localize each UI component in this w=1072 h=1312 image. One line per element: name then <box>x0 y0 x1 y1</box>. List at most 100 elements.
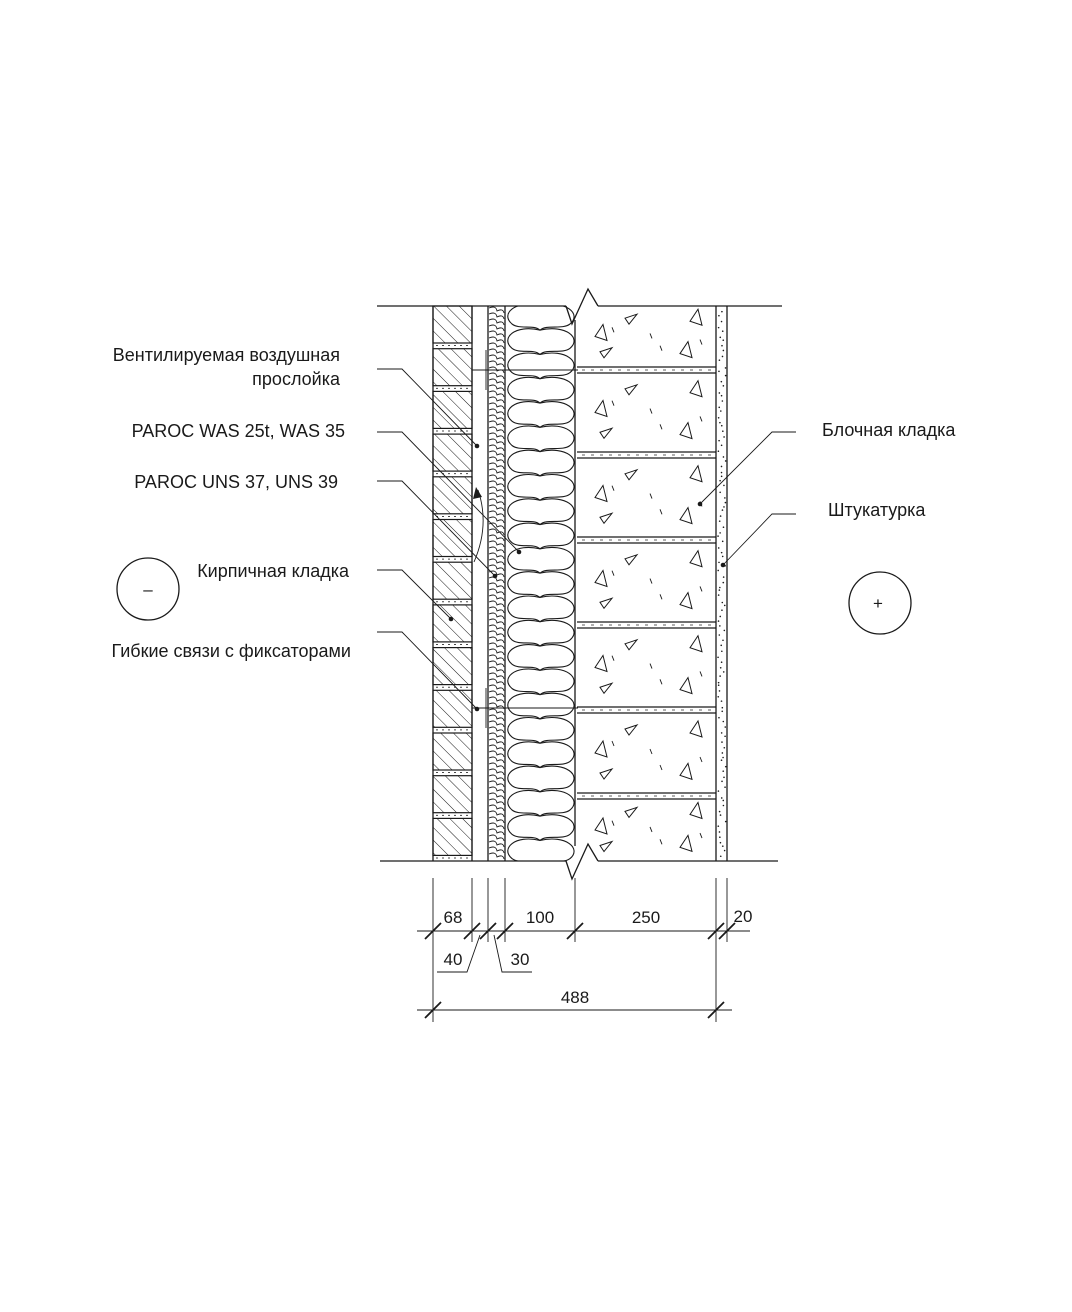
plaster-dot <box>717 825 720 827</box>
plaster-dot <box>722 576 725 578</box>
plaster-dot <box>720 465 723 468</box>
aggregate-mark <box>689 308 703 327</box>
plaster-dot <box>720 759 723 762</box>
label-was: PAROC WAS 25t, WAS 35 <box>132 421 345 441</box>
plaster-dot <box>724 501 727 504</box>
plaster-dot <box>721 355 724 358</box>
aggregate-mark <box>689 801 703 820</box>
brick <box>432 561 473 600</box>
brick <box>432 732 473 771</box>
brick <box>432 348 473 387</box>
plaster-dot <box>721 706 724 709</box>
dim-total: 488 <box>561 988 589 1007</box>
plaster-dot <box>720 410 722 412</box>
plaster-dot <box>718 520 721 522</box>
plaster-dot <box>721 752 724 754</box>
plaster-dot <box>722 770 725 772</box>
plaster-dot <box>717 416 720 419</box>
plaster-dot <box>719 615 722 618</box>
plaster-dot <box>723 484 725 487</box>
leader-uns <box>377 480 496 577</box>
plaster-dot <box>721 650 723 653</box>
dim-block: 250 <box>632 908 660 927</box>
plaster-dot <box>719 814 722 816</box>
plaster-dot <box>720 644 723 647</box>
plaster-dot <box>721 330 724 333</box>
brick <box>432 817 473 857</box>
plaster-dot <box>722 799 725 802</box>
leader-was <box>377 431 520 553</box>
plaster-dot <box>719 479 721 482</box>
aggregate-mark <box>624 383 639 396</box>
plaster-dot <box>723 506 725 508</box>
plaster-dot <box>722 581 725 584</box>
insulation-lobe <box>507 306 575 331</box>
dim-air-gap: 40 <box>444 950 463 969</box>
aggregate-mark <box>624 806 639 819</box>
insulation-lobe <box>507 838 575 861</box>
aggregate-mark <box>679 340 693 359</box>
insulation-lobe <box>507 425 575 453</box>
insulation-lobe <box>507 522 575 550</box>
aggregate-mark <box>689 379 703 398</box>
label-plaster: Штукатурка <box>828 500 926 520</box>
plaster-dot <box>718 831 721 833</box>
plaster-dot <box>718 439 720 442</box>
plaster-dot <box>717 656 719 659</box>
insulation-lobe <box>507 644 575 672</box>
plaster-dot <box>724 735 726 738</box>
plaster-dot <box>719 491 721 494</box>
plaster-dot <box>723 629 726 632</box>
plaster-dot <box>722 339 725 342</box>
leader-brick <box>377 569 452 620</box>
plaster-dot <box>721 555 724 558</box>
plaster-dot <box>718 359 721 361</box>
mineral-wool-insulation <box>507 306 575 861</box>
plaster-dot <box>717 684 720 687</box>
dim-leader-40 <box>437 934 481 973</box>
labels: Вентилируемая воздушная прослойка PAROC … <box>111 345 956 661</box>
plaster-dot <box>721 310 723 313</box>
plaster-dot <box>722 349 725 352</box>
insulation-lobe <box>507 571 575 599</box>
plaster-dot <box>722 456 725 458</box>
plaster-dot <box>721 780 723 783</box>
plaster-dot <box>721 509 724 511</box>
plaster-dot <box>719 666 722 669</box>
plaster-dot <box>724 786 726 788</box>
cold-zone-symbol: – <box>116 557 180 621</box>
aggregate-mark <box>594 654 608 673</box>
plaster-dot <box>724 460 727 462</box>
plaster-dot <box>720 475 723 478</box>
aggregate-mark <box>689 634 703 653</box>
aggregate-mark <box>594 816 608 835</box>
plaster-dot <box>724 374 727 377</box>
aggregate-mark <box>679 834 693 853</box>
plaster-dot <box>720 551 723 554</box>
plaster-dot <box>717 790 720 792</box>
plaster-dot <box>717 535 719 537</box>
wind-board-texture <box>488 306 505 860</box>
aggregate-mark <box>594 484 608 503</box>
aggregate-mark <box>624 468 639 481</box>
break-symbol-top <box>565 287 599 326</box>
plaster-dot <box>722 671 725 673</box>
insulation-lobe <box>507 498 575 526</box>
plaster-dot <box>724 726 727 728</box>
plaster-dot <box>718 690 721 692</box>
warm-zone-sign: + <box>873 594 883 613</box>
plaster-dot <box>719 336 722 339</box>
insulation-lobe <box>507 717 575 744</box>
label-air-gap-line2: прослойка <box>252 369 341 389</box>
aggregate-mark <box>689 719 703 738</box>
plaster-dot <box>721 741 723 743</box>
plaster-dot <box>723 849 726 852</box>
insulation-lobe <box>507 619 575 647</box>
plaster-dot <box>723 746 726 749</box>
aggregate-mark <box>624 313 639 326</box>
aggregate-mark <box>689 549 703 568</box>
brick <box>432 476 473 515</box>
plaster-dot <box>717 569 719 572</box>
plaster-dot <box>717 547 720 549</box>
